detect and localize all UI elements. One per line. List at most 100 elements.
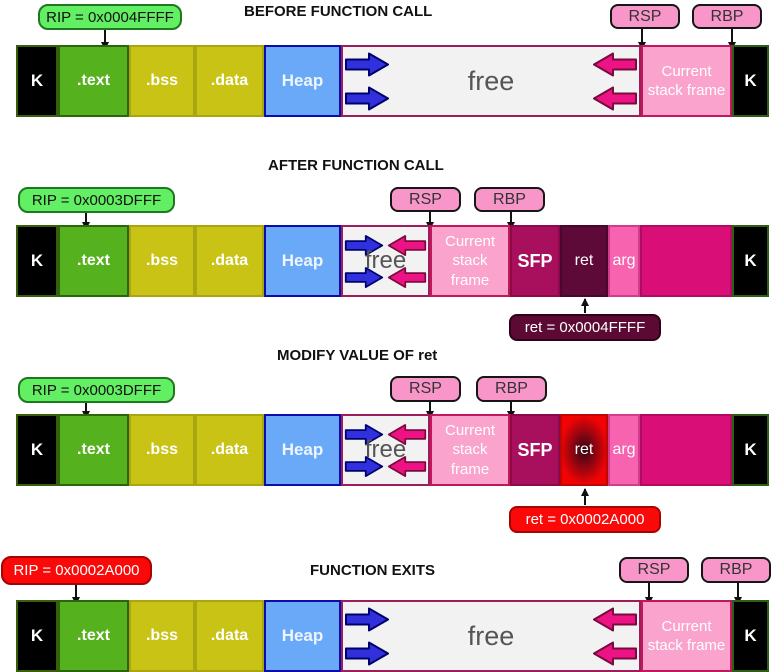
heap-growth-arrows-icon: [344, 416, 384, 484]
segment-ret-segment: ret: [560, 225, 608, 297]
rsp-register-tag: RSP: [390, 187, 461, 212]
rsp-register-tag: RSP: [619, 557, 689, 583]
rip-pointer-arrow: [101, 30, 109, 50]
segment-label: K: [30, 440, 44, 459]
segment-label: Current stack frame: [647, 62, 726, 100]
segment-kernel-left: K: [16, 600, 58, 672]
ret-value-tag: ret = 0x0002A000: [509, 506, 661, 533]
segment-kernel-right: K: [732, 414, 769, 486]
segment-label: Current stack frame: [444, 421, 496, 478]
rsp-pointer-arrow: [645, 583, 653, 605]
segment-label: K: [30, 251, 44, 270]
ret-value-tag: ret = 0x0004FFFF: [509, 314, 661, 341]
rip-register-tag: RIP = 0x0004FFFF: [38, 4, 182, 30]
segment-label: K: [30, 71, 44, 90]
stack-growth-arrows-icon: [592, 602, 638, 670]
rip-pointer-arrow: [72, 585, 80, 605]
segment-label: .data: [210, 627, 249, 644]
segment-label: .data: [210, 252, 249, 269]
segment-label: Current stack frame: [647, 617, 726, 655]
ret-pointer-arrow: [581, 488, 589, 505]
segment-label: K: [30, 626, 44, 645]
segment-label: ret: [574, 441, 594, 458]
segment-current-stack-frame: Current stack frame: [430, 414, 510, 486]
segment-label: K: [744, 626, 757, 645]
stack-growth-arrows-icon: [387, 416, 427, 484]
segment-heap-segment: Heap: [264, 225, 341, 297]
segment-kernel-left: K: [16, 414, 58, 486]
segment-label: Heap: [281, 440, 324, 459]
stack-growth-arrows-icon: [592, 47, 638, 115]
segment-label: .bss: [145, 72, 178, 89]
segment-current-stack-frame: Current stack frame: [641, 45, 732, 117]
rbp-pointer-arrow: [734, 583, 742, 605]
segment-label: Heap: [281, 251, 324, 270]
segment-label: K: [744, 251, 757, 270]
segment-data-segment: .data: [195, 45, 264, 117]
rbp-pointer-arrow: [507, 212, 515, 230]
heap-growth-arrows-icon: [344, 47, 390, 115]
segment-label: ret: [574, 252, 594, 269]
memory-bar-exit: K .text .bss .data Heap free Current stack fra…: [16, 600, 769, 672]
segment-text-segment: .text: [58, 600, 129, 672]
segment-free-region: free: [341, 225, 430, 297]
rip-pointer-arrow: [82, 403, 90, 419]
rip-pointer-arrow: [82, 213, 90, 230]
segment-label: free: [364, 247, 407, 274]
segment-arg-segment: arg: [608, 225, 640, 297]
rbp-pointer-arrow: [728, 29, 736, 50]
rsp-pointer-arrow: [638, 29, 646, 50]
segment-heap-segment: Heap: [264, 600, 341, 672]
segment-data-segment: .data: [195, 600, 264, 672]
rsp-pointer-arrow: [426, 212, 434, 230]
segment-label: K: [744, 440, 757, 459]
segment-label: .text: [77, 72, 110, 89]
segment-text-segment: .text: [58, 225, 129, 297]
rsp-register-tag: RSP: [610, 4, 680, 29]
segment-current-stack-frame: Current stack frame: [641, 600, 732, 672]
segment-label: arg: [612, 252, 636, 269]
segment-bss-segment: .bss: [129, 600, 195, 672]
rip-register-tag: RIP = 0x0003DFFF: [18, 377, 175, 403]
segment-sfp-segment: SFP: [510, 225, 560, 297]
rbp-register-tag: RBP: [476, 376, 547, 402]
rbp-register-tag: RBP: [701, 557, 771, 583]
panel-title-modify: MODIFY VALUE OF ret: [277, 347, 438, 364]
panel-title-exit: FUNCTION EXITS: [310, 562, 436, 579]
segment-label: free: [364, 436, 407, 463]
segment-kernel-left: K: [16, 45, 58, 117]
heap-growth-arrows-icon: [344, 227, 384, 295]
segment-label: free: [467, 65, 515, 96]
segment-label: .bss: [145, 627, 178, 644]
rsp-register-tag: RSP: [390, 376, 461, 402]
segment-label: K: [744, 71, 757, 90]
segment-free-region: free: [341, 45, 641, 117]
segment-label: arg: [612, 441, 636, 458]
segment-data-segment: .data: [195, 414, 264, 486]
segment-current-stack-frame: Current stack frame: [430, 225, 510, 297]
segment-free-region: free: [341, 414, 430, 486]
rbp-pointer-arrow: [507, 402, 515, 419]
segment-label: free: [467, 620, 515, 651]
rbp-register-tag: RBP: [474, 187, 545, 212]
ret-pointer-arrow: [581, 298, 589, 313]
segment-label: Heap: [281, 626, 324, 645]
segment-heap-segment: Heap: [264, 45, 341, 117]
segment-previous-stack-frame: [640, 225, 732, 297]
segment-label: .data: [210, 441, 249, 458]
segment-previous-stack-frame: [640, 414, 732, 486]
segment-bss-segment: .bss: [129, 414, 195, 486]
segment-label: .text: [77, 627, 110, 644]
segment-kernel-right: K: [732, 45, 769, 117]
segment-ret-segment-overwritten: ret: [560, 414, 608, 486]
rbp-register-tag: RBP: [692, 4, 762, 29]
segment-label: .bss: [145, 441, 178, 458]
segment-heap-segment: Heap: [264, 414, 341, 486]
segment-label: SFP: [517, 250, 553, 271]
segment-kernel-left: K: [16, 225, 58, 297]
segment-label: SFP: [517, 439, 553, 460]
segment-data-segment: .data: [195, 225, 264, 297]
